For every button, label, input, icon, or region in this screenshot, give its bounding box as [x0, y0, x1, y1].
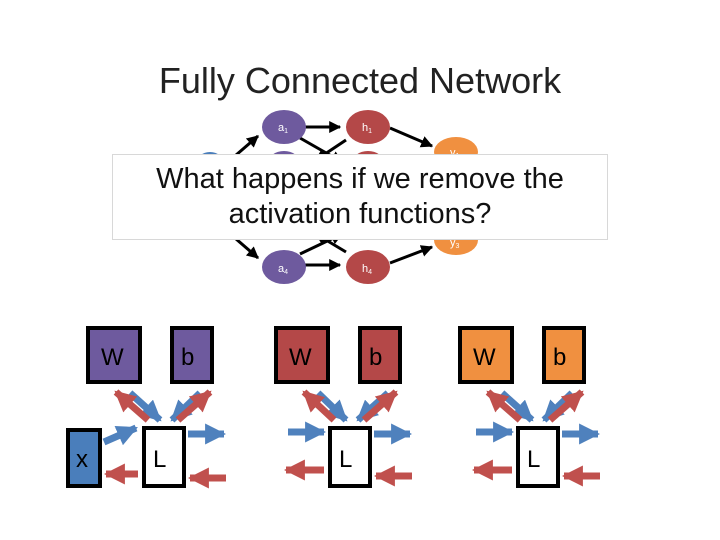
w-box-1	[86, 326, 142, 384]
arrow-red-2a	[301, 389, 337, 423]
l-label-3: L	[527, 446, 540, 473]
l-label-2: L	[339, 446, 352, 473]
node-a4-label: a4	[278, 263, 288, 276]
w-label-1: W	[101, 344, 124, 371]
l-box-2	[328, 426, 372, 488]
arrow-red-3a	[485, 389, 523, 423]
arrow-red-1b	[175, 389, 213, 423]
node-h1: h1	[346, 110, 390, 144]
graph-block-2: W b L	[274, 326, 413, 488]
x-label-1: x	[76, 446, 88, 473]
callout-line-2: activation functions?	[228, 198, 492, 230]
slide-title: Fully Connected Network	[158, 60, 562, 101]
edge-h1-y1	[389, 126, 434, 148]
l-label-1: L	[153, 446, 166, 473]
arrow-red-2b	[361, 389, 399, 423]
arrow-red-3b	[547, 389, 585, 423]
b-box-3	[542, 326, 586, 384]
b-label-2: b	[369, 344, 382, 371]
graph-block-1: W b x L	[66, 326, 227, 489]
node-a1: a1	[262, 110, 306, 144]
b-box-2	[358, 326, 402, 384]
x-box-1	[66, 428, 102, 488]
b-label-1: b	[181, 344, 194, 371]
w-box-2	[274, 326, 330, 384]
node-a4: a4	[262, 250, 306, 284]
b-box-1	[170, 326, 214, 384]
w-label-2: W	[289, 344, 312, 371]
arrow-red-1a	[113, 389, 151, 423]
w-box-3	[458, 326, 514, 384]
b-label-3: b	[553, 344, 566, 371]
edge-h4-y3	[389, 245, 434, 265]
graph-block-3: W b L	[458, 326, 601, 488]
node-h4: h4	[346, 250, 390, 284]
node-y3-label: y3	[450, 237, 460, 250]
callout-line-1: What happens if we remove the	[156, 163, 564, 195]
l-box-1	[142, 426, 186, 488]
node-a1-label: a1	[278, 122, 288, 135]
node-h1-label: h1	[362, 122, 372, 135]
node-h4-label: h4	[362, 263, 372, 276]
w-label-3: W	[473, 344, 496, 371]
l-box-3	[516, 426, 560, 488]
arrow-blue-1c	[102, 424, 138, 446]
question-callout: What happens if we remove the activation…	[112, 154, 608, 240]
